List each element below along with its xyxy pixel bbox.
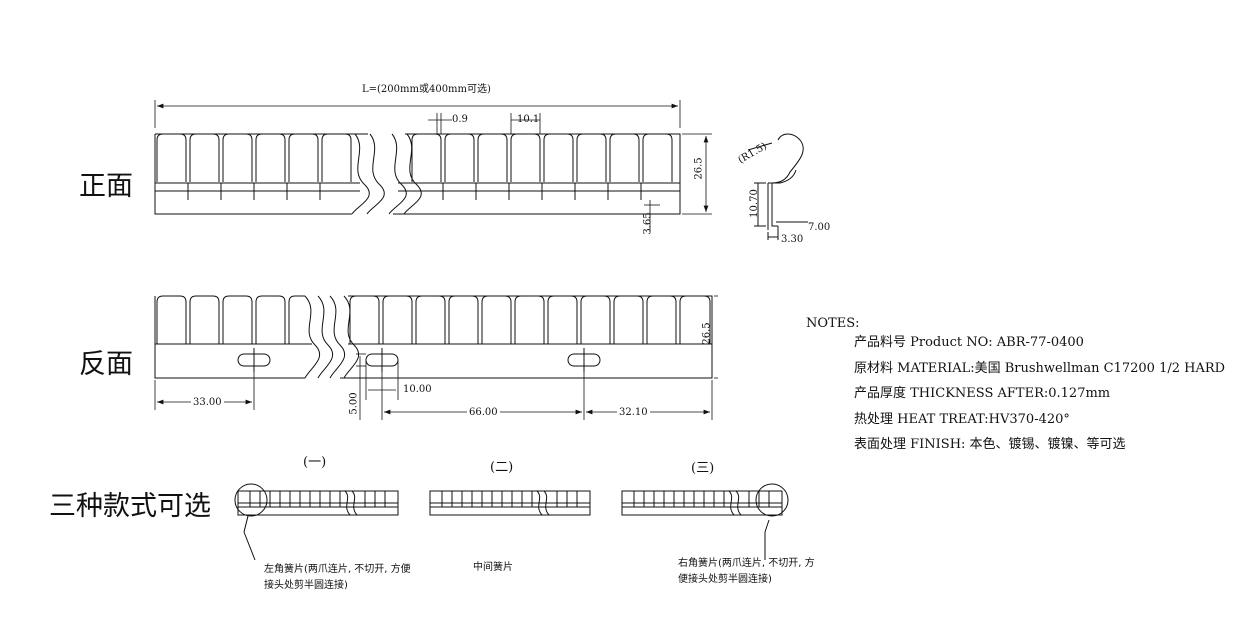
style-1-caption-line2: 接头处剪半圆连接) [264, 580, 348, 591]
dim-profile-height: 10.70 [748, 189, 760, 218]
dim-profile-width: 7.00 [808, 222, 831, 233]
note-item: 产品料号 Product NO: ABR-77-0400 [854, 335, 1084, 350]
back-view [154, 295, 713, 379]
front-view-label: 正面 [79, 171, 133, 202]
dim-bottom: 3.65 [642, 212, 654, 235]
style-3-caption: 右角簧片(两爪连片, 不切开, 方 便接头处剪半圆连接) [678, 556, 815, 588]
note-item: 表面处理 FINISH: 本色、镀锡、镀镍、等可选 [854, 437, 1126, 452]
front-dimensions [154, 100, 712, 232]
dim-slot-width: 10.00 [403, 384, 432, 395]
style-3-strip [621, 483, 789, 560]
notes-list: 产品料号 Product NO: ABR-77-0400 原材料 MATERIA… [854, 331, 1225, 459]
dim-slot-height: 5.00 [348, 392, 360, 415]
dim-height-front: 26.5 [693, 157, 705, 180]
dim-length: L=(200mm或400mm可选) [362, 84, 491, 95]
dim-slot-offset: 33.00 [191, 397, 224, 408]
dim-slot-end: 32.10 [617, 407, 650, 418]
front-view [154, 133, 681, 215]
note-item: 产品厚度 THICKNESS AFTER:0.127mm [854, 386, 1111, 401]
style-2-strip [429, 490, 591, 516]
dim-slot-pitch: 66.00 [467, 407, 500, 418]
note-item: 原材料 MATERIAL:美国 Brushwellman C17200 1/2 … [854, 360, 1226, 376]
dim-pitch: 10.1 [517, 114, 540, 125]
back-view-label: 反面 [79, 349, 133, 380]
note-item: 热处理 HEAT TREAT:HV370-420° [854, 411, 1070, 427]
style-1-number: (一) [303, 455, 327, 470]
style-2-number: (二) [490, 460, 514, 475]
style-3-number: (三) [691, 461, 715, 476]
profile-view [747, 133, 808, 240]
style-3-caption-line1: 右角簧片(两爪连片, 不切开, 方 [678, 558, 815, 569]
style-2-caption: 中间簧片 [473, 562, 513, 573]
style-1-caption-line1: 左角簧片(两爪连片, 不切开, 方便 [264, 564, 411, 575]
back-dimensions [154, 295, 718, 420]
notes-heading: NOTES: [806, 316, 860, 331]
styles-label: 三种款式可选 [49, 491, 211, 522]
style-3-caption-line2: 便接头处剪半圆连接) [678, 574, 772, 585]
dim-profile-base: 3.30 [781, 234, 804, 245]
style-1-strip [234, 483, 399, 561]
style-1-caption: 左角簧片(两爪连片, 不切开, 方便 接头处剪半圆连接) [264, 562, 411, 594]
dim-height-back: 26.5 [701, 322, 713, 345]
dim-gap: 0.9 [452, 114, 468, 125]
